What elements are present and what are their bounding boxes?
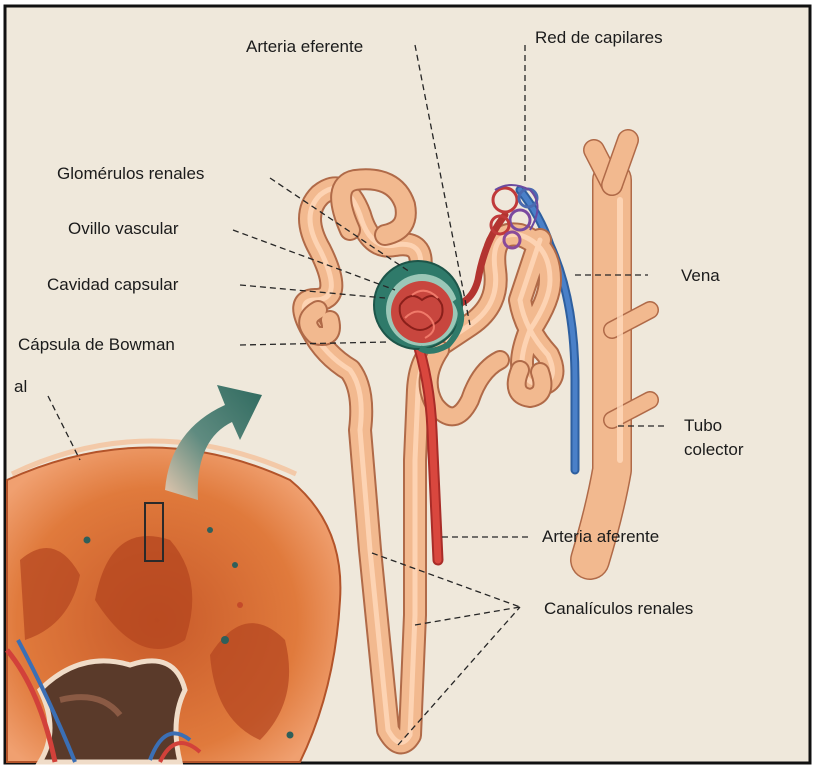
- label-al: al: [14, 377, 27, 396]
- label-canaliculos-renales: Canalículos renales: [544, 599, 693, 618]
- label-arteria-aferente: Arteria aferente: [542, 527, 659, 546]
- label-arteria-eferente: Arteria eferente: [246, 37, 363, 56]
- label-capsula-de-bowman: Cápsula de Bowman: [18, 335, 175, 354]
- label-tubo-colector-line1: Tubo: [684, 416, 722, 435]
- label-glomerulos-renales: Glomérulos renales: [57, 164, 204, 183]
- label-cavidad-capsular: Cavidad capsular: [47, 275, 179, 294]
- label-vena: Vena: [681, 266, 720, 285]
- bowman-capsule: [374, 261, 462, 351]
- label-tubo-colector-line2: colector: [684, 440, 744, 459]
- label-ovillo-vascular: Ovillo vascular: [68, 219, 179, 238]
- label-red-de-capilares: Red de capilares: [535, 28, 663, 47]
